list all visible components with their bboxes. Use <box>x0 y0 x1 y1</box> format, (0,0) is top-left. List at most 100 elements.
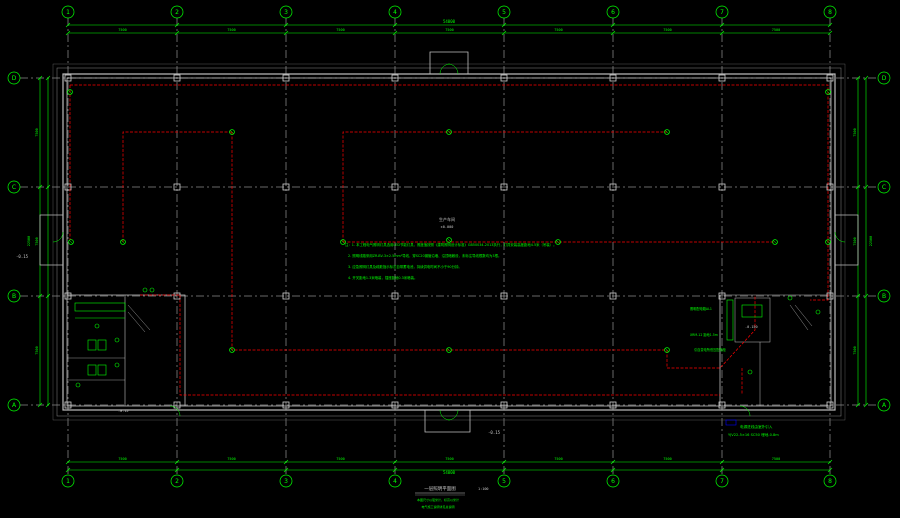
column <box>173 183 181 191</box>
axis-bubble-label: 4 <box>393 478 397 485</box>
axis-bubble: 2 <box>170 5 184 19</box>
column <box>391 74 399 82</box>
axis-bubble: D <box>877 71 891 85</box>
dim-tick <box>65 22 71 28</box>
column <box>391 401 399 409</box>
light-fixture <box>664 129 670 135</box>
column <box>826 401 834 409</box>
column <box>718 401 726 409</box>
bay-dimension: 7500 <box>227 457 235 461</box>
bay-dimension: 7500 <box>445 28 453 32</box>
dim-tick <box>863 184 869 190</box>
doors <box>52 63 846 421</box>
dim-tick <box>863 402 869 408</box>
bay-dimension: 7500 <box>554 28 562 32</box>
building-walls <box>39 51 859 433</box>
axis-bubble: 7 <box>715 474 729 488</box>
drawing-subtitle: 本图尺寸以毫米计，标高以米计 <box>417 497 459 502</box>
light-fixture <box>446 129 452 135</box>
dim-tick <box>45 402 51 408</box>
bay-dimension: 7500 <box>663 457 671 461</box>
light-fixture <box>229 347 235 353</box>
axis-bubble-label: 3 <box>284 9 288 16</box>
bay-dimension: 7500 <box>336 457 344 461</box>
dim-tick <box>610 30 616 36</box>
bay-dimension: 7500 <box>35 237 39 245</box>
light-fixtures <box>67 89 831 353</box>
axis-bubble: 8 <box>823 474 837 488</box>
feeder-label: 电源进线由室外引入 <box>740 424 773 429</box>
axis-bubble-label: 5 <box>502 478 506 485</box>
axis-bubble: 1 <box>61 474 75 488</box>
axis-bubble-label: D <box>882 75 887 82</box>
light-fixture <box>555 239 561 245</box>
dimension-ticks <box>37 22 869 473</box>
bay-dimension: 7500 <box>445 457 453 461</box>
column <box>500 183 508 191</box>
dim-tick <box>392 22 398 28</box>
columns <box>64 74 834 409</box>
note-line: 3. 应急照明灯具及疏散指示标志自带蓄电池，持续供电时间不小于90分钟。 <box>348 264 462 269</box>
dim-tick <box>827 459 833 465</box>
dim-tick <box>863 293 869 299</box>
column <box>64 74 72 82</box>
dim-tick <box>45 184 51 190</box>
dim-tick <box>719 22 725 28</box>
axis-bubble-label: 2 <box>175 9 179 16</box>
dim-tick <box>283 459 289 465</box>
bay-dimension: 7500 <box>336 28 344 32</box>
elevation-left: -0.15 <box>16 254 29 259</box>
light-fixture <box>67 89 73 95</box>
elevation-office: -0.150 <box>745 325 758 329</box>
column <box>500 292 508 300</box>
axis-bubble: B <box>877 289 891 303</box>
axis-bubble-label: 7 <box>720 478 724 485</box>
column <box>64 292 72 300</box>
dim-tick <box>610 22 616 28</box>
light-fixture <box>664 347 670 353</box>
dim-tick <box>65 459 71 465</box>
dim-tick <box>863 75 869 81</box>
axis-bubble-label: 8 <box>828 9 832 16</box>
dim-tick <box>827 30 833 36</box>
column <box>609 292 617 300</box>
light-fixture <box>446 237 452 243</box>
bay-dimension: 7500 <box>772 457 780 461</box>
column <box>609 401 617 409</box>
bay-dimension: 22500 <box>869 236 873 247</box>
axis-bubble: C <box>877 180 891 194</box>
dim-tick <box>283 30 289 36</box>
axis-bubble: 6 <box>606 5 620 19</box>
axis-bubble: 5 <box>497 474 511 488</box>
column <box>391 292 399 300</box>
axis-bubble-label: C <box>882 184 886 191</box>
light-fixture <box>446 347 452 353</box>
dim-tick <box>827 22 833 28</box>
column <box>500 401 508 409</box>
stairs <box>127 304 813 333</box>
axis-bubble: 8 <box>823 5 837 19</box>
column <box>64 401 72 409</box>
axis-bubble-label: B <box>12 293 16 300</box>
panel-label: XRM-12 距地1.5m <box>690 332 718 337</box>
dim-tick <box>719 30 725 36</box>
top-overall-dim: 54000 <box>443 19 456 24</box>
dimension-lines <box>39 24 867 471</box>
dim-tick <box>65 467 71 473</box>
dim-tick <box>392 467 398 473</box>
axis-bubble: 6 <box>606 474 620 488</box>
bay-dimension: 7500 <box>227 28 235 32</box>
dim-tick <box>610 467 616 473</box>
bay-dimension: 7500 <box>853 128 857 136</box>
light-fixture <box>825 89 831 95</box>
bottom-overall-dim: 54000 <box>443 470 456 475</box>
panel-labels: 照明配电箱AL1 XRM-12 距地1.5m 引自变电所低压配电柜 <box>690 306 727 352</box>
axis-bubble-label: 2 <box>175 478 179 485</box>
dim-tick <box>827 467 833 473</box>
axis-bubble: 3 <box>279 5 293 19</box>
feeder-label: YJV22-5×16 SC50 埋地-0.8m <box>728 432 779 437</box>
column <box>391 183 399 191</box>
bay-dimension: 22500 <box>27 236 31 247</box>
dim-tick <box>719 467 725 473</box>
